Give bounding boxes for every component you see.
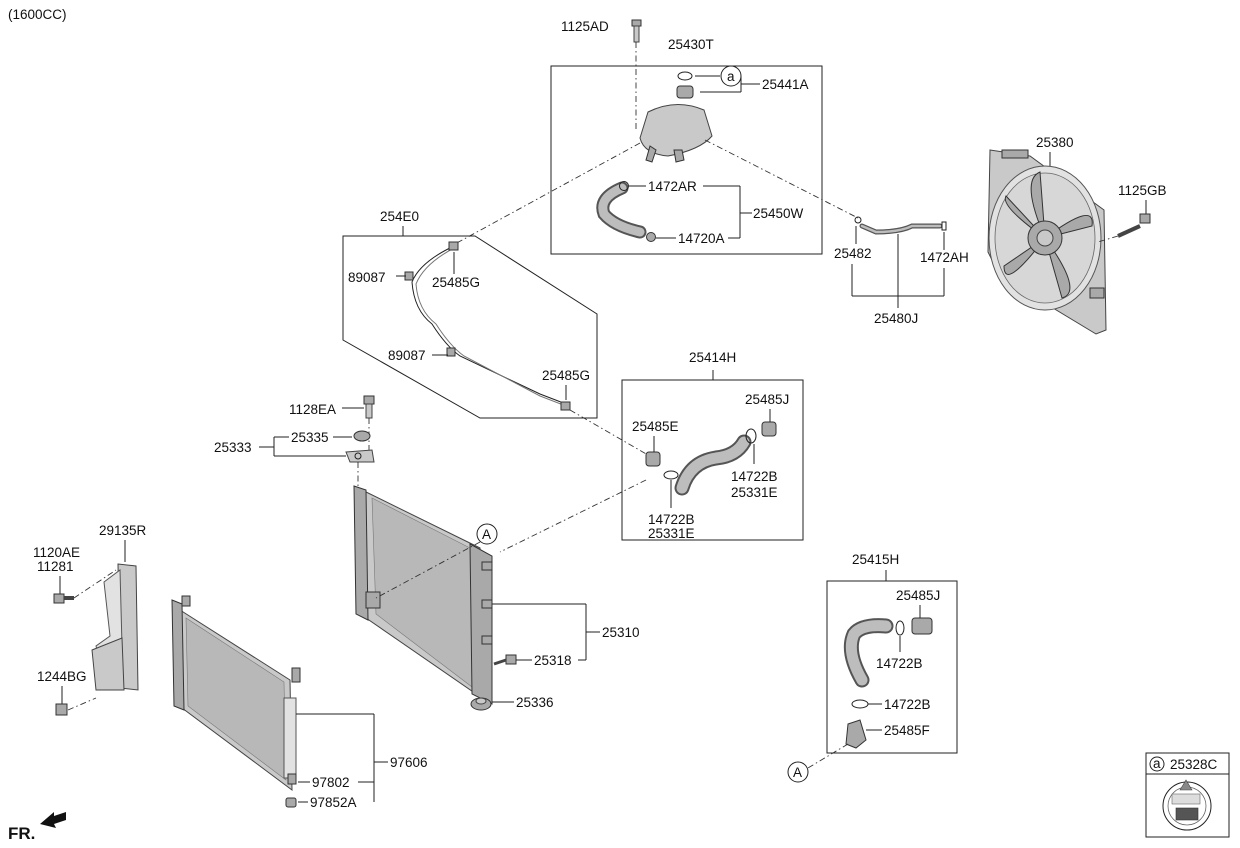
- svg-text:A: A: [793, 765, 802, 780]
- label-1472AR: 1472AR: [648, 179, 697, 194]
- mount-insulator-25335: [345, 430, 375, 463]
- label-25331E-upper-right: 25331E: [731, 485, 778, 500]
- label-89087-bottom: 89087: [388, 348, 426, 363]
- bolt-1125GB: [1117, 213, 1151, 238]
- sensor-harness: [404, 241, 571, 411]
- label-25485F: 25485F: [884, 723, 930, 738]
- coolant-reservoir: [639, 71, 713, 163]
- reservoir-hose-25450W: [596, 181, 656, 242]
- label-25318: 25318: [534, 653, 572, 668]
- upper-radiator-hose: [645, 421, 777, 496]
- label-1472AH: 1472AH: [920, 250, 969, 265]
- label-25336: 25336: [516, 695, 554, 710]
- label-29135R: 29135R: [99, 523, 147, 538]
- label-25335: 25335: [291, 430, 329, 445]
- label-14722B-lower-top: 14722B: [876, 656, 923, 671]
- callout-A-radiator: [476, 523, 498, 545]
- label-11281: 11281: [37, 559, 74, 574]
- label-97606: 97606: [390, 755, 428, 770]
- label-25485G-bottom: 25485G: [542, 368, 590, 383]
- label-14722B-upper-right: 14722B: [731, 469, 778, 484]
- fan-shroud-assembly: [987, 149, 1107, 335]
- lower-radiator-hose: [843, 617, 933, 749]
- svg-text:a: a: [727, 69, 735, 84]
- radiator-25310: [353, 485, 493, 705]
- callout-A-lower: [787, 761, 809, 783]
- cap-97852A: [285, 797, 297, 808]
- label-25485G-top: 25485G: [432, 275, 480, 290]
- label-25414H: 25414H: [689, 350, 736, 365]
- label-25380: 25380: [1036, 135, 1074, 150]
- label-1120AE: 1120AE: [33, 545, 80, 560]
- label-254E0: 254E0: [380, 209, 419, 224]
- legend-letter: a: [1153, 756, 1161, 771]
- reservoir-cap: [676, 85, 694, 99]
- label-97802: 97802: [312, 775, 350, 790]
- drain-plug-25318: [493, 654, 517, 666]
- label-25450W: 25450W: [753, 206, 804, 221]
- label-25415H: 25415H: [852, 552, 899, 567]
- label-25331E-upper-left: 25331E: [648, 526, 695, 541]
- legend-box: a 25328C: [1145, 752, 1230, 838]
- front-arrow-icon: [40, 812, 66, 828]
- reservoir-group-box: [550, 65, 823, 255]
- lower-insulator-25336: [470, 697, 492, 711]
- lower-hose-group-box: [826, 580, 958, 754]
- label-1125GB: 1125GB: [1118, 183, 1167, 198]
- label-1244BG: 1244BG: [37, 669, 87, 684]
- bolt-1120AE: [53, 593, 74, 604]
- label-25485J-upper: 25485J: [745, 392, 789, 407]
- label-14722B-upper-left: 14722B: [648, 512, 695, 527]
- cap-o-ring: [677, 71, 693, 81]
- label-25485E: 25485E: [632, 419, 679, 434]
- front-label: FR.: [8, 824, 35, 843]
- condenser-97606: [171, 595, 301, 792]
- label-25482: 25482: [834, 246, 872, 261]
- bolt-1128EA: [363, 395, 375, 419]
- label-25430T: 25430T: [668, 37, 714, 52]
- svg-text:A: A: [482, 527, 491, 542]
- label-89087-top: 89087: [348, 270, 386, 285]
- label-1125AD: 1125AD: [561, 19, 609, 34]
- label-14722B-lower-bottom: 14722B: [884, 697, 931, 712]
- label-25485J-lower: 25485J: [896, 588, 940, 603]
- label-1128EA: 1128EA: [289, 402, 336, 417]
- bolt-1125AD: [631, 19, 642, 43]
- label-25480J: 25480J: [874, 311, 918, 326]
- label-25310: 25310: [602, 625, 640, 640]
- engine-note: (1600CC): [8, 7, 67, 22]
- sensor-group-box: [342, 235, 598, 419]
- air-guard-29135R: [91, 563, 139, 691]
- label-14720A: 14720A: [678, 231, 725, 246]
- label-25333: 25333: [214, 440, 252, 455]
- bypass-hose-25480J: [854, 216, 947, 235]
- bolt-1244BG: [55, 703, 68, 716]
- label-97852A: 97852A: [310, 795, 357, 810]
- label-25441A: 25441A: [762, 77, 809, 92]
- legend-part: 25328C: [1170, 757, 1218, 772]
